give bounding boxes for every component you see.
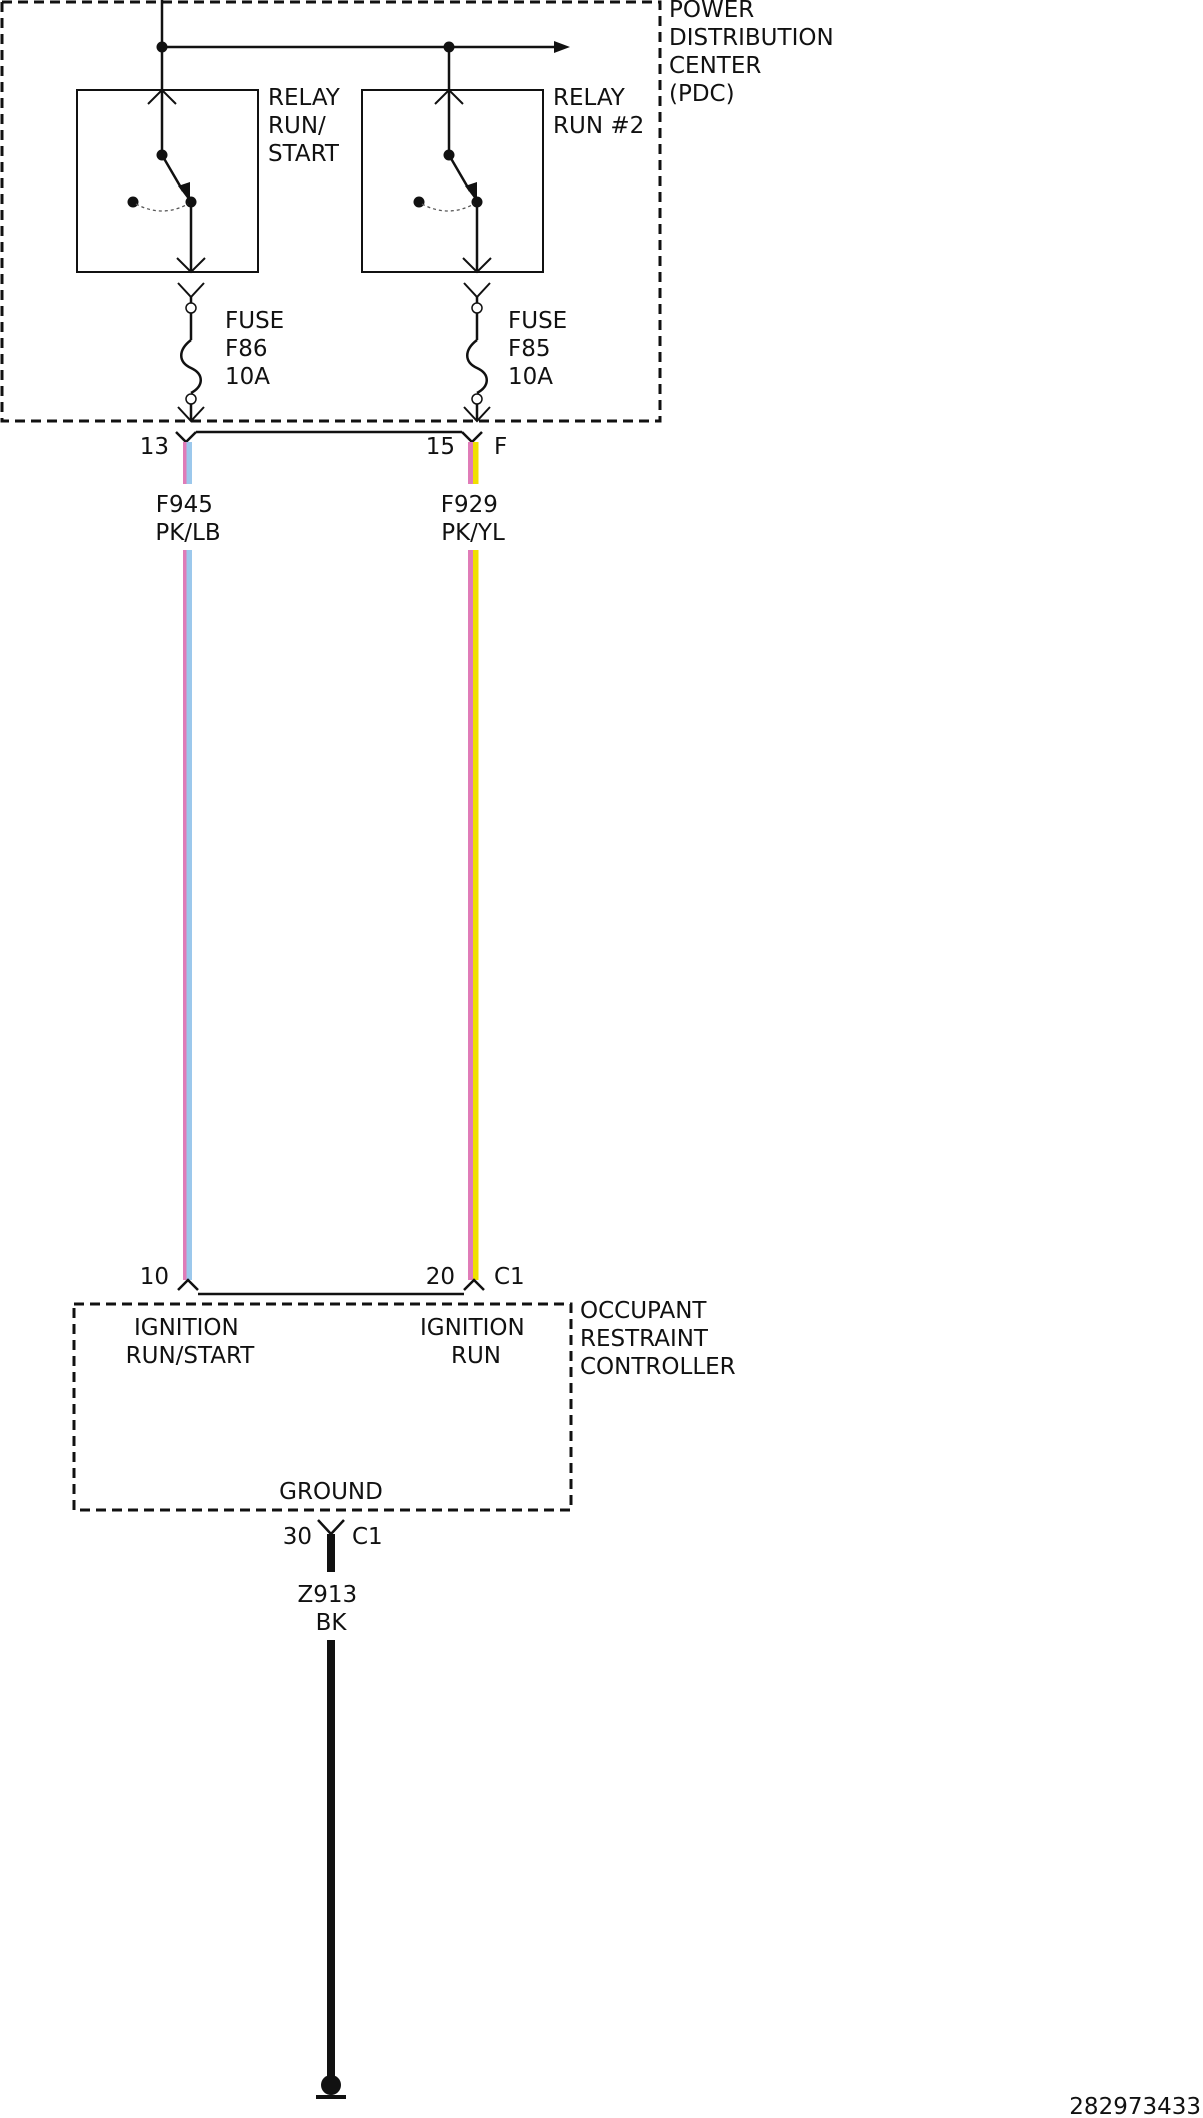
wire-f929-label: F929 PK/YL (441, 492, 505, 546)
orc-input-ignition-run-start: IGNITION RUN/START (126, 1315, 256, 1369)
orc-ground-label: GROUND (279, 1479, 383, 1505)
relay-run-2 (361, 88, 544, 274)
orc-input-ignition-run: IGNITION RUN (420, 1315, 532, 1369)
pdc-pin-15: 15 (426, 434, 455, 460)
figure-id: 282973433 (1069, 2094, 1201, 2118)
pdc-label: POWER DISTRIBUTION CENTER (PDC) (669, 0, 841, 107)
pdc-connector-label: F (494, 434, 507, 460)
relay-run-start-label: RELAY RUN/ START (268, 85, 347, 167)
relay-run-2-label: RELAY RUN #2 (553, 85, 644, 139)
wire-z913-segment-main (327, 1640, 335, 2080)
relay-run-start (76, 88, 259, 274)
ground-pin-30: 30 (283, 1524, 312, 1550)
fuse-f85-label: FUSE F85 10A (508, 308, 575, 390)
pdc-pin-13: 13 (140, 434, 169, 460)
orc-connector-label: C1 (494, 1264, 525, 1290)
orc-pin-20: 20 (426, 1264, 455, 1290)
orc-label: OCCUPANT RESTRAINT CONTROLLER (580, 1298, 736, 1380)
ground-connector-label: C1 (352, 1524, 383, 1550)
feed-arrow-icon (554, 41, 570, 53)
fuse-f86-label: FUSE F86 10A (225, 308, 292, 390)
wire-z913 (327, 1534, 335, 2080)
orc-pin-10: 10 (140, 1264, 169, 1290)
wire-z913-label: Z913 BK (298, 1582, 365, 1636)
ground-symbol-icon (316, 2075, 346, 2099)
fuse-f85 (463, 282, 491, 423)
ground-connector-c1 (317, 1519, 345, 1536)
orc-connector-c1 (177, 1278, 485, 1296)
wire-z913-segment-top (327, 1534, 335, 1572)
fuse-f86 (177, 282, 205, 423)
wire-f945-label: F945 PK/LB (155, 492, 220, 546)
orc-box (72, 1302, 573, 1512)
feed-bus (156, 0, 570, 90)
wire-f929 (468, 442, 479, 1280)
pdc-box (0, 0, 662, 423)
wire-f945 (183, 442, 192, 1280)
wire-f929-segment-top (468, 442, 477, 484)
wire-f929-segment-main (468, 550, 477, 1280)
